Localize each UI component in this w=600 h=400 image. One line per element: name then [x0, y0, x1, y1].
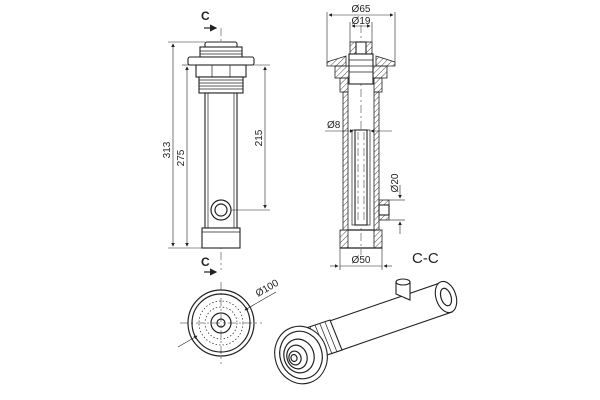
top-view: Ø100 — [177, 278, 281, 364]
dim-side-outlet-diameter: Ø20 — [390, 173, 401, 192]
dim-bore-diameter: Ø8 — [327, 120, 341, 131]
dim-body-height: 275 — [176, 149, 187, 166]
front-view: C C 313 275 215 — [162, 9, 270, 276]
isometric-view — [274, 278, 458, 385]
dim-outer-diameter: Ø65 — [352, 4, 371, 15]
section-marker-bottom: C — [201, 255, 210, 269]
section-view: Ø65 Ø19 Ø8 Ø20 Ø50 C-C — [325, 4, 439, 270]
dim-base-diameter: Ø50 — [352, 255, 371, 266]
dim-tube-height: 215 — [254, 129, 265, 146]
section-title: C-C — [412, 250, 439, 267]
dim-overall-height: 313 — [162, 141, 173, 158]
section-marker-top: C — [201, 9, 210, 23]
dim-flange-diameter: Ø100 — [254, 278, 281, 300]
dim-thread-diameter: Ø19 — [352, 16, 371, 27]
